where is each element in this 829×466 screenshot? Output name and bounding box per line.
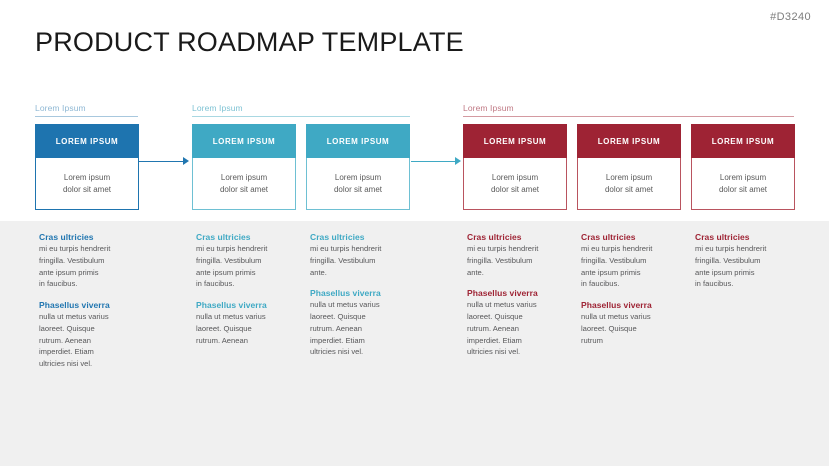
- detail-heading: Phasellus viverra: [310, 288, 381, 299]
- detail-heading: Cras ultricies: [196, 232, 251, 242]
- detail-column-5: Cras ultricies mi eu turpis hendrerit fri…: [581, 232, 685, 346]
- group-rule-2: [192, 116, 410, 118]
- detail-paragraph: nulla ut metus varius laoreet. Quisque r…: [39, 312, 109, 369]
- detail-heading: Cras ultricies: [310, 232, 365, 242]
- page-title: PRODUCT ROADMAP TEMPLATE: [35, 27, 464, 57]
- group-label-3: Lorem Ipsum: [463, 103, 514, 113]
- detail-heading: Phasellus viverra: [39, 300, 110, 311]
- content-band: [0, 221, 829, 466]
- flow-arrow-1: [139, 157, 189, 166]
- detail-paragraph: nulla ut metus varius laoreet. Quisque r…: [581, 312, 651, 345]
- card-body-3: Lorem ipsum dolor sit amet: [306, 158, 410, 210]
- detail-paragraph: mi eu turpis hendrerit fringilla. Vestib…: [467, 244, 539, 277]
- detail-paragraph: mi eu turpis hendrerit fringilla. Vestib…: [581, 244, 653, 289]
- detail-paragraph: mi eu turpis hendrerit fringilla. Vestib…: [695, 244, 767, 289]
- card-header-1: LOREM IPSUM: [35, 124, 139, 158]
- detail-column-1: Cras ultricies mi eu turpis hendrerit fri…: [39, 232, 143, 370]
- detail-heading: Phasellus viverra: [581, 300, 652, 311]
- card-body-4: Lorem ipsum dolor sit amet: [463, 158, 567, 210]
- card-header-3: LOREM IPSUM: [306, 124, 410, 158]
- arrow-head-icon: [183, 157, 189, 165]
- flow-arrow-2: [411, 157, 461, 166]
- detail-paragraph: mi eu turpis hendrerit fringilla. Vestib…: [39, 244, 111, 289]
- card-header-4: LOREM IPSUM: [463, 124, 567, 158]
- detail-heading: Phasellus viverra: [196, 300, 267, 311]
- detail-heading: Cras ultricies: [581, 232, 636, 242]
- card-header-6: LOREM IPSUM: [691, 124, 795, 158]
- card-body-5: Lorem ipsum dolor sit amet: [577, 158, 681, 210]
- detail-heading: Cras ultricies: [695, 232, 750, 242]
- card-header-5: LOREM IPSUM: [577, 124, 681, 158]
- detail-heading: Cras ultricies: [467, 232, 522, 242]
- detail-column-2: Cras ultricies mi eu turpis hendrerit fri…: [196, 232, 300, 346]
- detail-paragraph: mi eu turpis hendrerit fringilla. Vestib…: [310, 244, 382, 277]
- card-body-2: Lorem ipsum dolor sit amet: [192, 158, 296, 210]
- group-label-2: Lorem Ipsum: [192, 103, 243, 113]
- slide-code: #D3240: [770, 11, 811, 23]
- detail-paragraph: nulla ut metus varius laoreet. Quisque r…: [467, 300, 537, 357]
- group-label-1: Lorem Ipsum: [35, 103, 86, 113]
- detail-column-3: Cras ultricies mi eu turpis hendrerit fri…: [310, 232, 414, 358]
- card-body-6: Lorem ipsum dolor sit amet: [691, 158, 795, 210]
- arrow-line-icon: [139, 161, 184, 163]
- detail-heading: Cras ultricies: [39, 232, 94, 242]
- detail-column-4: Cras ultricies mi eu turpis hendrerit fri…: [467, 232, 571, 358]
- arrow-head-icon: [455, 157, 461, 165]
- group-rule-1: [35, 116, 138, 118]
- card-header-2: LOREM IPSUM: [192, 124, 296, 158]
- detail-heading: Phasellus viverra: [467, 288, 538, 299]
- card-body-1: Lorem ipsum dolor sit amet: [35, 158, 139, 210]
- detail-paragraph: nulla ut metus varius laoreet. Quisque r…: [196, 312, 266, 345]
- detail-paragraph: nulla ut metus varius laoreet. Quisque r…: [310, 300, 380, 357]
- arrow-line-icon: [411, 161, 456, 163]
- detail-column-6: Cras ultricies mi eu turpis hendrerit fri…: [695, 232, 799, 290]
- detail-paragraph: mi eu turpis hendrerit fringilla. Vestib…: [196, 244, 268, 289]
- group-rule-3: [463, 116, 794, 118]
